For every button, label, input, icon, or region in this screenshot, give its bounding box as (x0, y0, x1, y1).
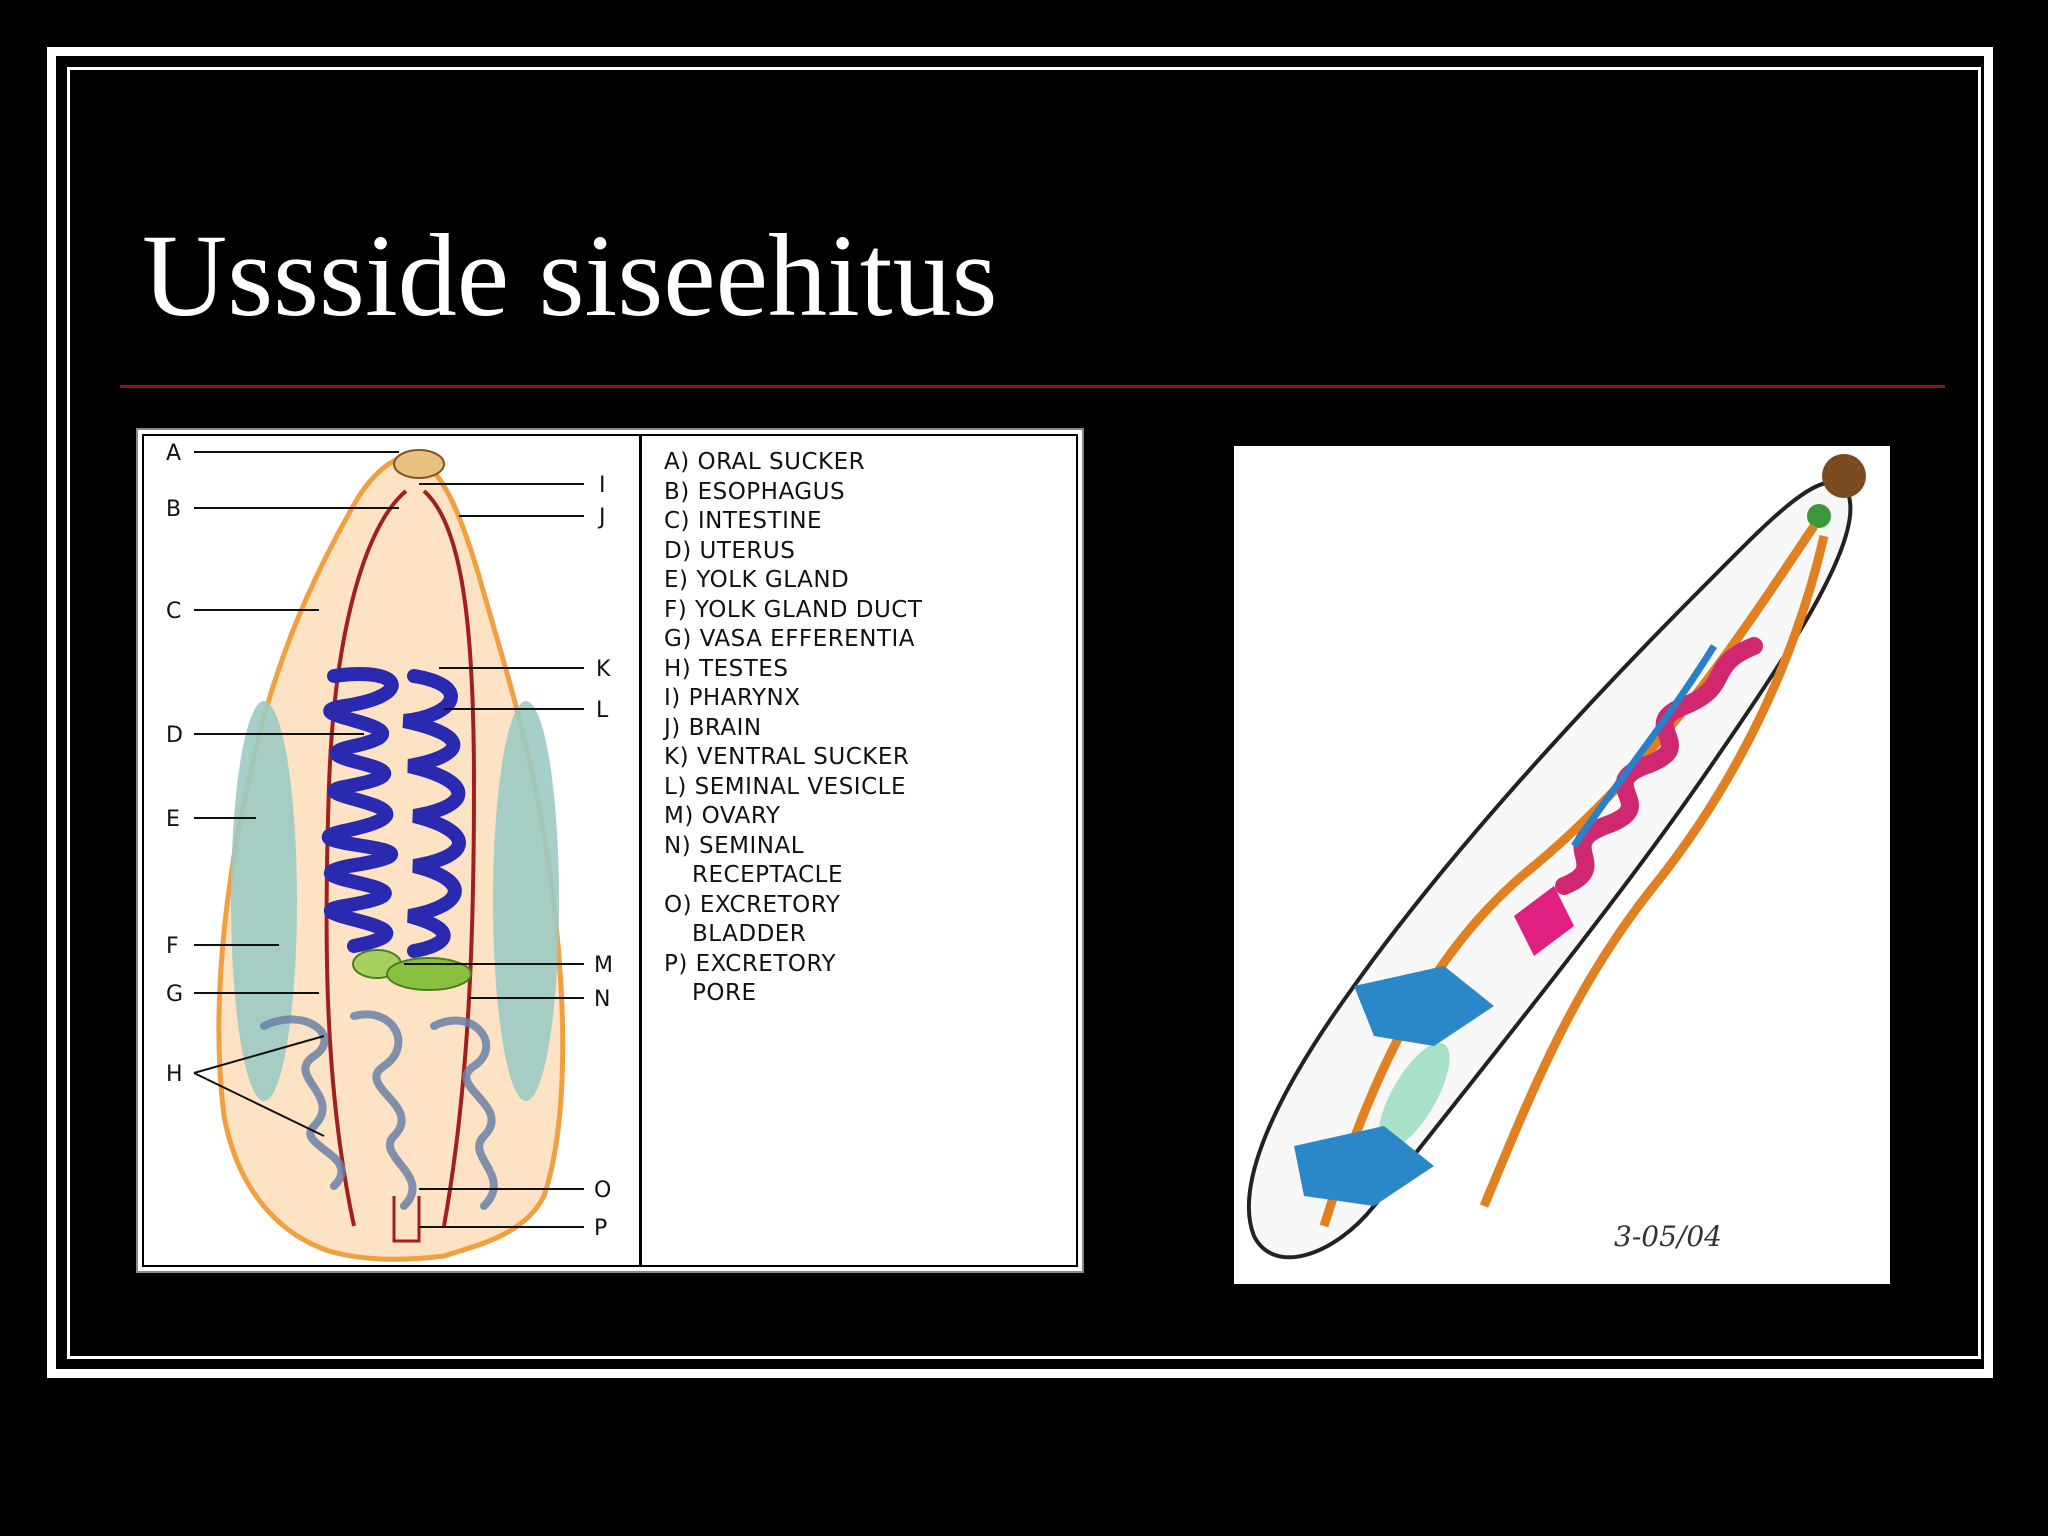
panel-divider (639, 436, 642, 1265)
legend-item: A) ORAL SUCKER (664, 449, 866, 475)
legend-item: F) YOLK GLAND DUCT (664, 596, 923, 623)
seminal-receptacle-shape (386, 957, 472, 991)
oral-sucker-shape (393, 449, 445, 479)
letter-d: D (166, 723, 183, 748)
intestine-right (422, 489, 477, 1227)
letter-l: L (596, 698, 609, 723)
slide-outer-frame (47, 47, 1993, 1378)
slide-title: Ussside siseehitus (142, 210, 998, 341)
letter-i: I (599, 473, 606, 498)
intestine-right-branch (1479, 534, 1829, 1208)
testis-posterior (1294, 1126, 1434, 1206)
excretory-bladder-shape (392, 1196, 421, 1243)
letter-j: J (597, 505, 606, 530)
testes-branches (260, 1010, 498, 1210)
legend-item: O) EXCRETORY (664, 891, 841, 918)
slide-inner-frame (67, 67, 1981, 1359)
intestine-left-branch (1319, 523, 1818, 1228)
letter-k: K (596, 657, 611, 682)
legend-item: H) TESTES (664, 655, 789, 682)
diagram-legend: A) ORAL SUCKER B) ESOPHAGUS C) INTESTINE… (664, 448, 922, 1009)
letter-b: B (166, 497, 181, 522)
title-rule (120, 385, 1945, 388)
uterus-coils-right (402, 669, 466, 958)
yolk-gland-left (231, 701, 297, 1101)
legend-item: L) SEMINAL VESICLE (664, 773, 906, 800)
letter-h: H (166, 1062, 183, 1087)
legend-item: P) EXCRETORY (664, 950, 837, 977)
colored-fluke-svg: 3-05/04 (1246, 454, 1866, 1260)
letter-e: E (166, 807, 180, 832)
letter-c: C (166, 599, 181, 624)
legend-item: I) PHARYNX (664, 685, 801, 711)
letter-p: P (594, 1216, 607, 1241)
legend-item-continued: PORE (692, 980, 757, 1006)
yolk-gland-right (493, 701, 559, 1101)
legend-item: B) ESOPHAGUS (664, 478, 846, 505)
legend-item-continued: RECEPTACLE (692, 862, 843, 888)
uterus-coils (321, 666, 399, 953)
legend-item-continued: BLADDER (692, 921, 807, 947)
legend-item: G) VASA EFFERENTIA (664, 626, 915, 652)
legend-item: K) VENTRAL SUCKER (664, 744, 910, 770)
letter-m: M (594, 953, 613, 978)
ovary-illustration (1514, 886, 1574, 956)
oral-sucker-dot (1822, 454, 1866, 498)
letter-f: F (166, 934, 179, 959)
letter-g: G (166, 982, 183, 1007)
letter-o: O (594, 1178, 611, 1203)
labeled-diagram-panel: A B C D E F G H I J K L M N O P A) ORAL … (136, 428, 1084, 1273)
legend-item: N) SEMINAL (664, 832, 805, 859)
letter-n: N (594, 987, 610, 1012)
legend-item: J) BRAIN (664, 714, 762, 741)
uterus-coil-illustration (1555, 637, 1763, 895)
handwritten-date: 3-05/04 (1614, 1220, 1722, 1253)
fluke-outline (1246, 480, 1853, 1260)
letter-a: A (166, 441, 181, 466)
colored-fluke-illustration: 3-05/04 (1234, 446, 1890, 1284)
legend-item: D) UTERUS (664, 537, 796, 564)
intestine-left (324, 489, 408, 1227)
leader-lines (193, 451, 584, 1228)
legend-item: E) YOLK GLAND (664, 567, 850, 593)
testis-anterior (1354, 966, 1494, 1046)
labeled-diagram-inner: A B C D E F G H I J K L M N O P A) ORAL … (142, 434, 1078, 1267)
receptacle-illustration (1378, 1042, 1450, 1150)
legend-item: M) OVARY (664, 803, 781, 829)
legend-item: C) INTESTINE (664, 508, 823, 534)
pharynx-dot (1807, 504, 1831, 528)
fluke-anatomy-diagram: A B C D E F G H I J K L M N O P (166, 441, 613, 1262)
seminal-duct-illustration (1571, 644, 1717, 848)
